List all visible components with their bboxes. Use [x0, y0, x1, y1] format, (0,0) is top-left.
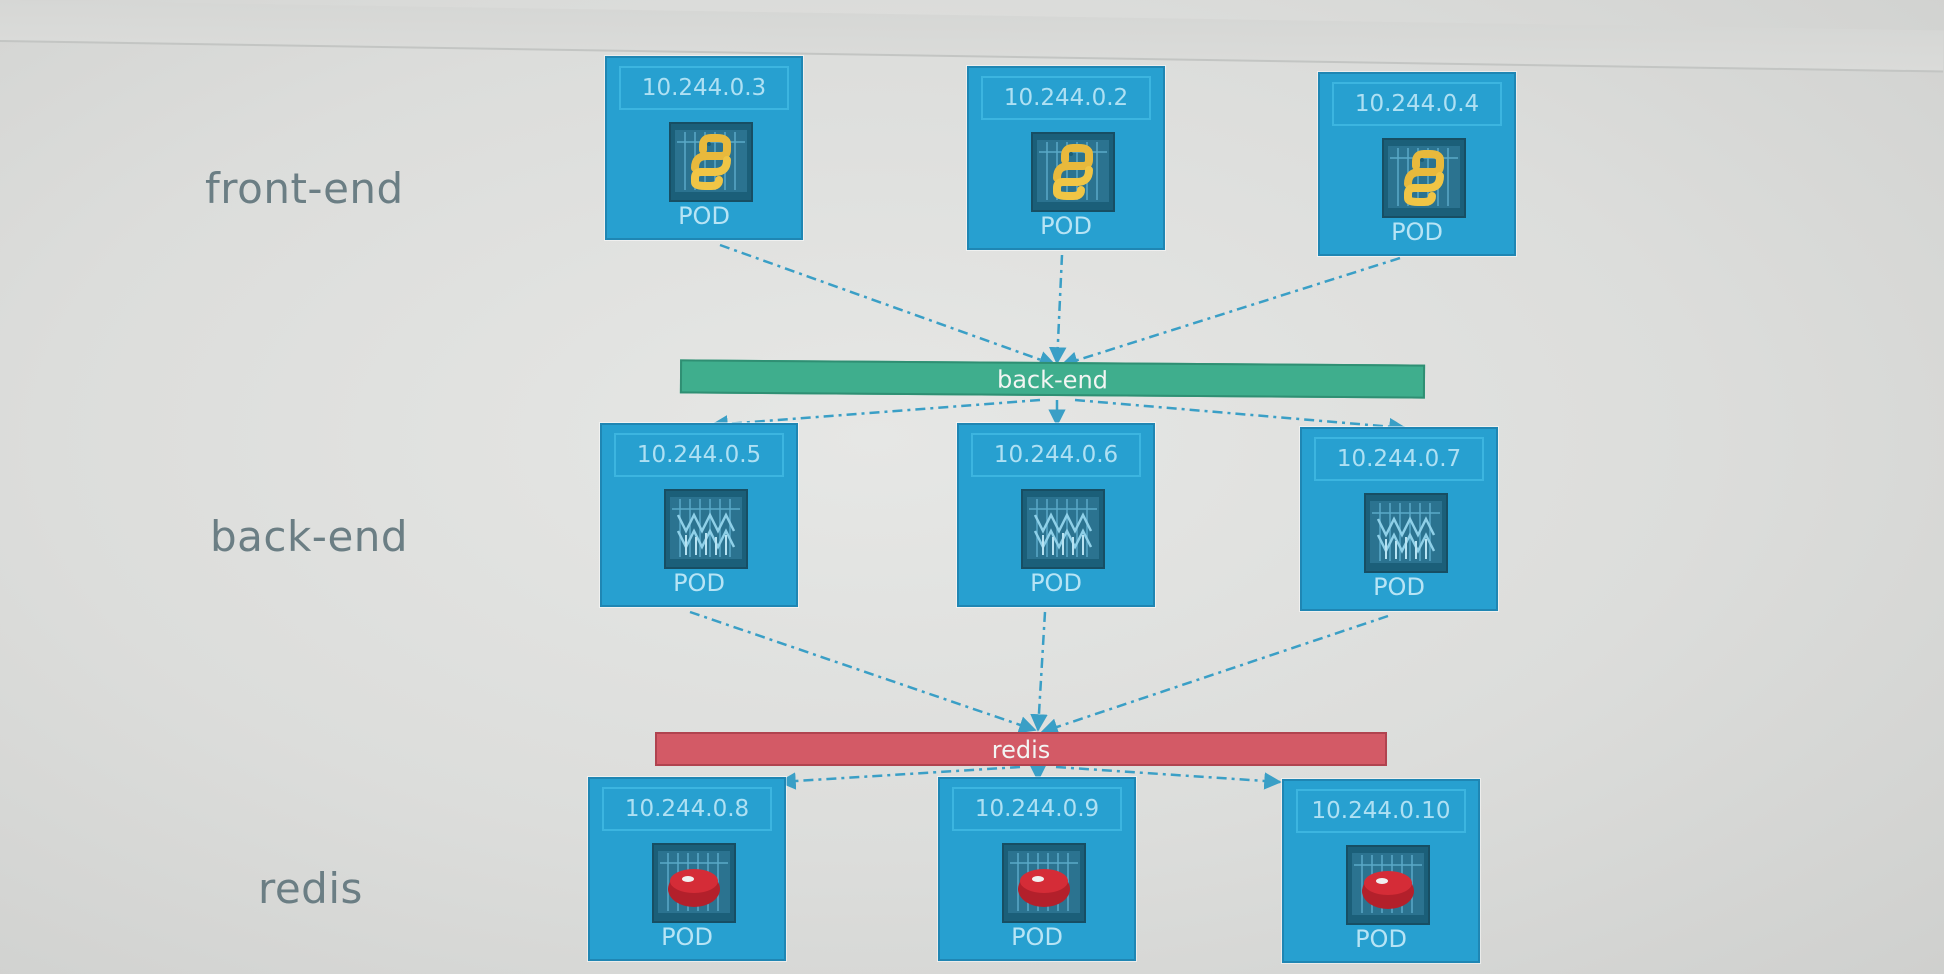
- pod-label: POD: [1040, 212, 1092, 240]
- pod-label: POD: [1373, 573, 1425, 601]
- pod-ip: 10.244.0.4: [1332, 82, 1502, 126]
- tier-label-front-end: front-end: [205, 164, 404, 213]
- pod-label: POD: [1030, 569, 1082, 597]
- link-fe2-svc: [1048, 254, 1067, 365]
- redis-icon: [1346, 845, 1430, 925]
- redis-icon: [1002, 843, 1086, 923]
- memcached-icon: [664, 489, 748, 569]
- link-be3-redis: [1040, 614, 1389, 736]
- pod-ip: 10.244.0.7: [1314, 437, 1484, 481]
- link-svc-be3: [1074, 398, 1407, 436]
- python-icon: [1031, 132, 1115, 212]
- link-svc-be1: [710, 398, 1041, 433]
- link-fe1-svc: [719, 243, 1057, 368]
- pod-label: POD: [661, 923, 713, 951]
- pod-label: POD: [1355, 925, 1407, 953]
- tier-label-redis: redis: [258, 864, 363, 913]
- pod-redis-3[interactable]: 10.244.0.10 POD: [1282, 779, 1480, 963]
- tier-label-back-end: back-end: [210, 512, 409, 561]
- pod-ip: 10.244.0.6: [971, 433, 1141, 477]
- pod-label: POD: [673, 569, 725, 597]
- python-icon: [1382, 138, 1466, 218]
- memcached-icon: [1364, 493, 1448, 573]
- service-bar-back-end[interactable]: back-end: [679, 359, 1426, 399]
- pod-front-end-2[interactable]: 10.244.0.2 POD: [967, 66, 1165, 250]
- pod-label: POD: [1391, 218, 1443, 246]
- redis-icon: [652, 843, 736, 923]
- python-icon: [669, 122, 753, 202]
- service-bar-redis[interactable]: redis: [655, 732, 1387, 766]
- pod-redis-2[interactable]: 10.244.0.9 POD: [938, 777, 1136, 961]
- memcached-icon: [1021, 489, 1105, 569]
- pod-ip: 10.244.0.2: [981, 76, 1151, 120]
- link-be1-redis: [689, 610, 1037, 734]
- pod-back-end-3[interactable]: 10.244.0.7 POD: [1300, 427, 1498, 611]
- pod-ip: 10.244.0.10: [1296, 789, 1466, 833]
- link-redis-r1: [778, 765, 1021, 790]
- pod-label: POD: [678, 202, 730, 230]
- pod-ip: 10.244.0.9: [952, 787, 1122, 831]
- pod-redis-1[interactable]: 10.244.0.8 POD: [588, 777, 786, 961]
- pod-front-end-1[interactable]: 10.244.0.3 POD: [605, 56, 803, 240]
- pod-ip: 10.244.0.8: [602, 787, 772, 831]
- pod-label: POD: [1011, 923, 1063, 951]
- pod-ip: 10.244.0.5: [614, 433, 784, 477]
- pod-back-end-1[interactable]: 10.244.0.5 POD: [600, 423, 798, 607]
- pod-back-end-2[interactable]: 10.244.0.6 POD: [957, 423, 1155, 607]
- link-fe3-svc: [1060, 256, 1401, 369]
- pod-ip: 10.244.0.3: [619, 66, 789, 110]
- link-redis-r3: [1055, 765, 1282, 790]
- pod-front-end-3[interactable]: 10.244.0.4 POD: [1318, 72, 1516, 256]
- link-be2-redis: [1030, 611, 1048, 732]
